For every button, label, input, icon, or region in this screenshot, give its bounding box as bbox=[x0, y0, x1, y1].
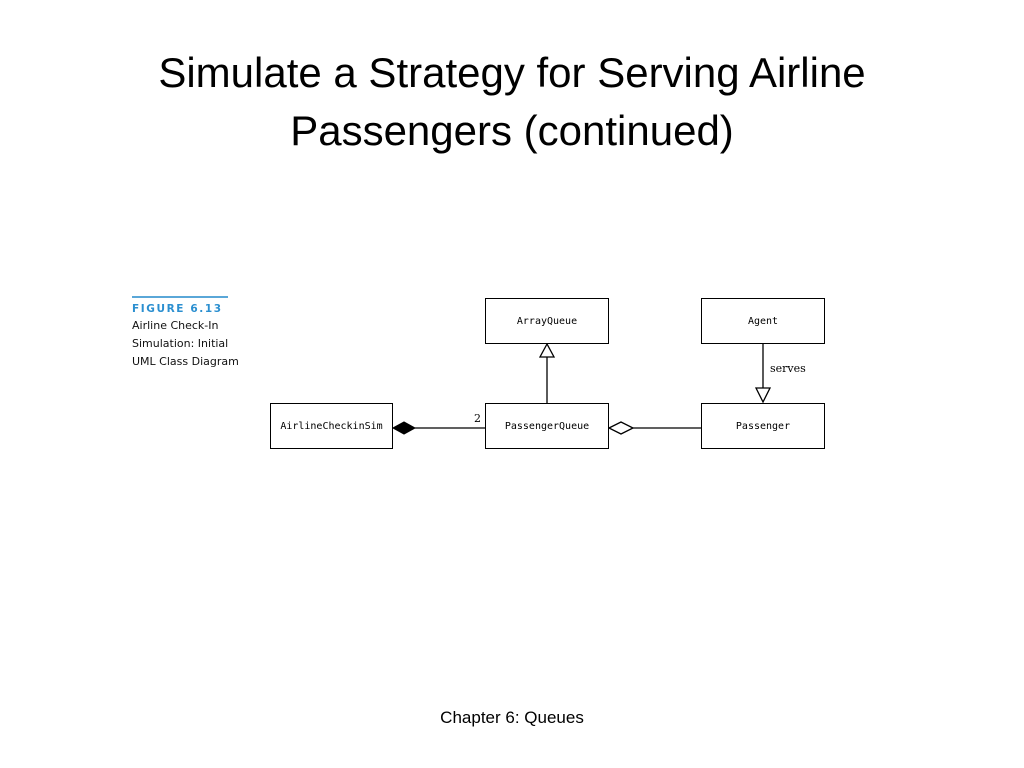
slide-title-line-1: Simulate a Strategy for Serving Airline bbox=[158, 49, 866, 96]
association-arrowhead bbox=[754, 387, 772, 404]
slide-title-line-2: Passengers (continued) bbox=[290, 107, 734, 154]
caption-line-2: Simulation: Initial bbox=[132, 337, 229, 350]
figure-caption: FIGURE 6.13 Airline Check-In Simulation:… bbox=[132, 296, 262, 371]
caption-line-3: UML Class Diagram bbox=[132, 355, 239, 368]
class-box-arrayqueue: ArrayQueue bbox=[485, 298, 609, 344]
caption-line-1: Airline Check-In bbox=[132, 319, 219, 332]
figure-label: FIGURE 6.13 bbox=[132, 303, 223, 315]
class-box-passenger: Passenger bbox=[701, 403, 825, 449]
aggregation-diamond bbox=[607, 421, 635, 435]
composition-diamond bbox=[391, 421, 417, 435]
class-box-agent: Agent bbox=[701, 298, 825, 344]
class-box-airlinecheckinsim: AirlineCheckinSim bbox=[270, 403, 393, 449]
class-box-passengerqueue: PassengerQueue bbox=[485, 403, 609, 449]
slide-title: Simulate a Strategy for Serving Airline … bbox=[40, 44, 984, 160]
generalization-arrowhead bbox=[538, 342, 556, 358]
multiplicity-label: 2 bbox=[474, 412, 481, 425]
association-label: serves bbox=[770, 362, 806, 375]
slide-footer: Chapter 6: Queues bbox=[440, 708, 584, 727]
caption-rule bbox=[132, 296, 228, 298]
